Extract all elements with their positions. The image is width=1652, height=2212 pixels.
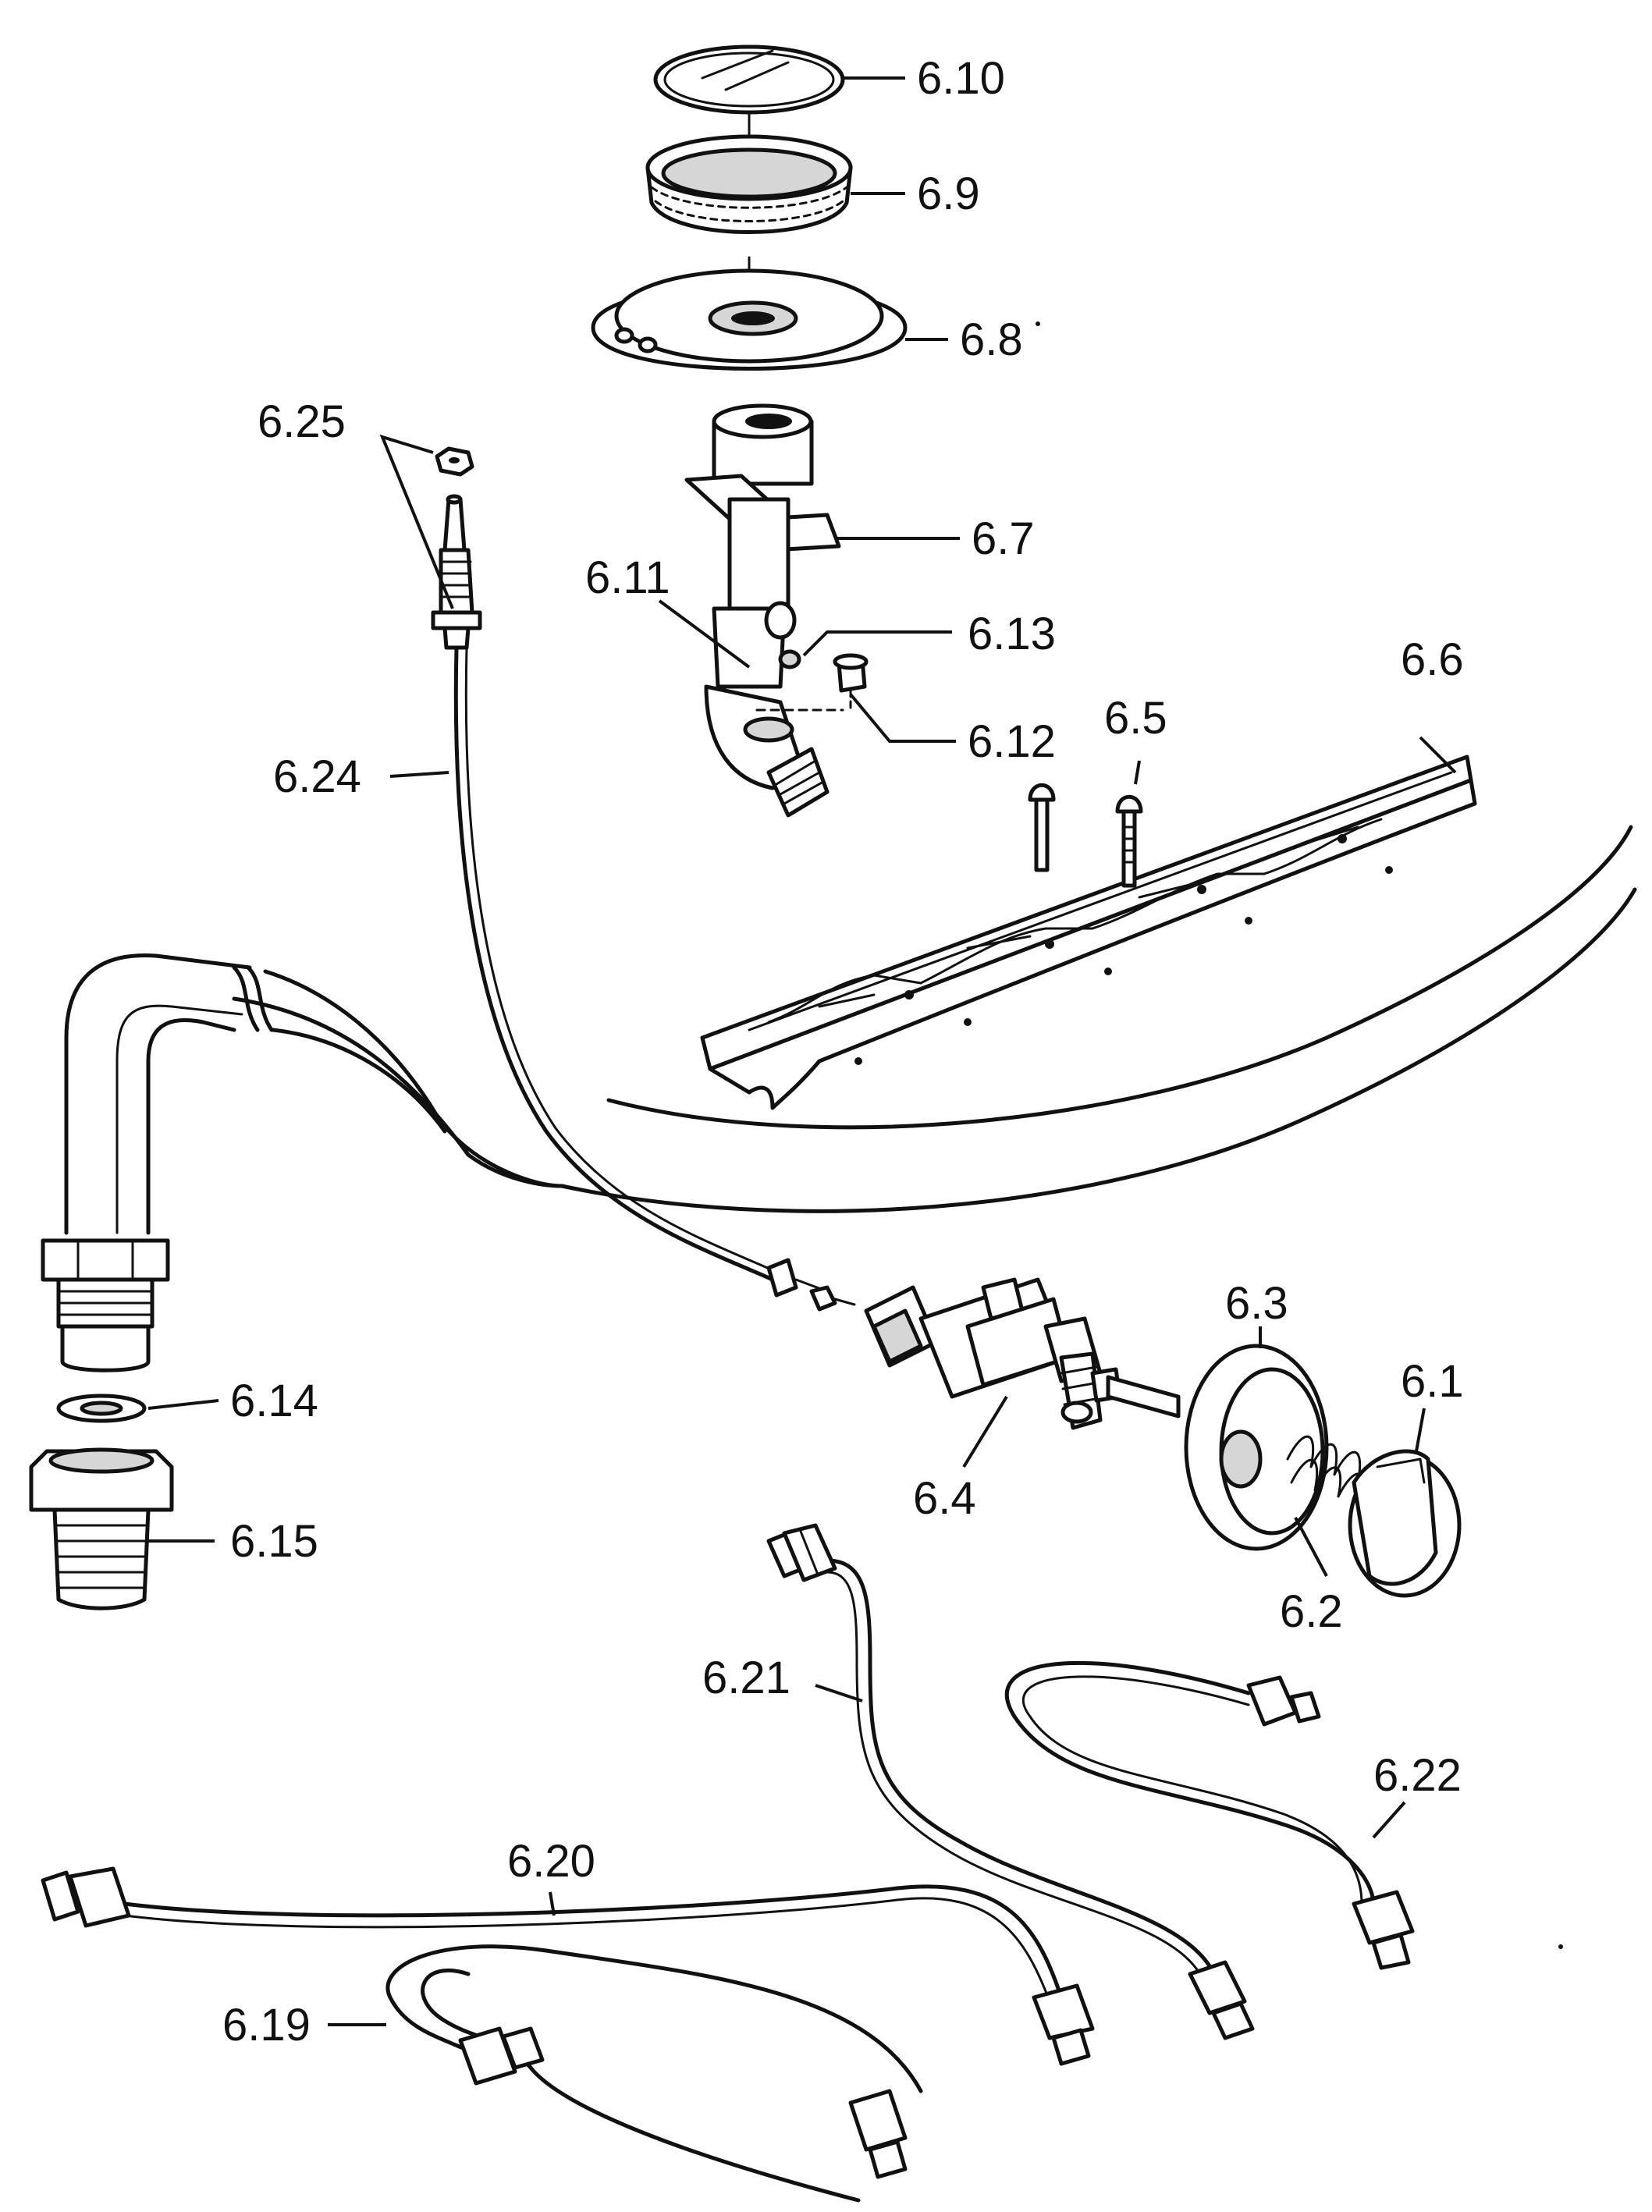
leader-6-21 bbox=[815, 1684, 863, 1702]
label-6-1: 6.1 bbox=[1401, 1356, 1464, 1407]
label-6-7: 6.7 bbox=[972, 513, 1035, 564]
burner-base-6-8 bbox=[591, 268, 908, 371]
gas-supply-pipe bbox=[64, 953, 564, 1235]
label-6-4: 6.4 bbox=[913, 1473, 976, 1524]
label-6-13: 6.13 bbox=[968, 609, 1056, 659]
label-6-21: 6.21 bbox=[702, 1653, 790, 1703]
jet-6-12 bbox=[755, 653, 869, 712]
leader-6-24 bbox=[389, 771, 449, 778]
leader-6-14 bbox=[147, 1399, 219, 1410]
pipe-6-21 bbox=[766, 1523, 1255, 2040]
leader-6-1 bbox=[1415, 1408, 1426, 1452]
label-6-25: 6.25 bbox=[258, 396, 346, 447]
leader-6-4 bbox=[962, 1395, 1008, 1468]
label-6-6: 6.6 bbox=[1401, 634, 1464, 685]
label-6-14: 6.14 bbox=[230, 1376, 318, 1426]
label-6-5: 6.5 bbox=[1104, 693, 1167, 744]
bolts-6-5 bbox=[1028, 783, 1143, 888]
adapter-6-15 bbox=[29, 1447, 174, 1610]
rail-holes bbox=[854, 834, 1393, 1065]
washer-6-14 bbox=[56, 1394, 147, 1423]
label-6-2: 6.2 bbox=[1280, 1586, 1343, 1637]
label-6-24: 6.24 bbox=[273, 751, 361, 802]
stray-dot bbox=[1036, 321, 1040, 326]
leader-6-12 bbox=[849, 693, 956, 743]
bezel-6-3 bbox=[1184, 1344, 1329, 1551]
label-6-12: 6.12 bbox=[968, 716, 1056, 767]
leader-6-2 bbox=[1294, 1517, 1328, 1577]
label-6-11: 6.11 bbox=[585, 552, 670, 603]
leader-6-11 bbox=[658, 599, 751, 669]
thermocouple-6-25 bbox=[431, 446, 482, 650]
leader-6-6 bbox=[1419, 736, 1457, 774]
burner-ring-6-9 bbox=[645, 134, 853, 234]
label-6-19: 6.19 bbox=[222, 2000, 311, 2050]
leader-6-5 bbox=[1134, 760, 1141, 785]
leader-6-13 bbox=[802, 630, 952, 657]
label-6-22: 6.22 bbox=[1373, 1750, 1462, 1801]
gas-tap-6-4 bbox=[864, 1277, 1181, 1430]
leader-6-22 bbox=[1372, 1801, 1406, 1839]
screw-6-13 bbox=[778, 649, 801, 669]
label-6-9: 6.9 bbox=[917, 169, 980, 219]
stray-dot bbox=[1558, 1944, 1563, 1949]
leader-6-25 bbox=[379, 434, 454, 609]
label-6-15: 6.15 bbox=[230, 1516, 318, 1567]
thermocouple-lead-6-24 bbox=[453, 645, 856, 1312]
pipe-6-20 bbox=[41, 1866, 1095, 2066]
label-6-3: 6.3 bbox=[1225, 1278, 1288, 1329]
burner-rail-6-6 bbox=[700, 754, 1477, 1110]
control-knob-6-1 bbox=[1348, 1449, 1462, 1598]
leader-6-20 bbox=[549, 1891, 556, 1916]
label-6-10: 6.10 bbox=[917, 53, 1005, 104]
pipe-nut bbox=[41, 1238, 170, 1372]
mixing-tube-6-7 bbox=[684, 403, 841, 818]
label-6-20: 6.20 bbox=[507, 1836, 595, 1887]
cover-disc-6-10 bbox=[653, 44, 845, 115]
label-6-8: 6.8 bbox=[960, 314, 1023, 365]
pipe-6-19 bbox=[385, 1944, 923, 2203]
pipe-6-22 bbox=[1004, 1661, 1415, 1970]
stove-housing-outline bbox=[232, 825, 1637, 1213]
